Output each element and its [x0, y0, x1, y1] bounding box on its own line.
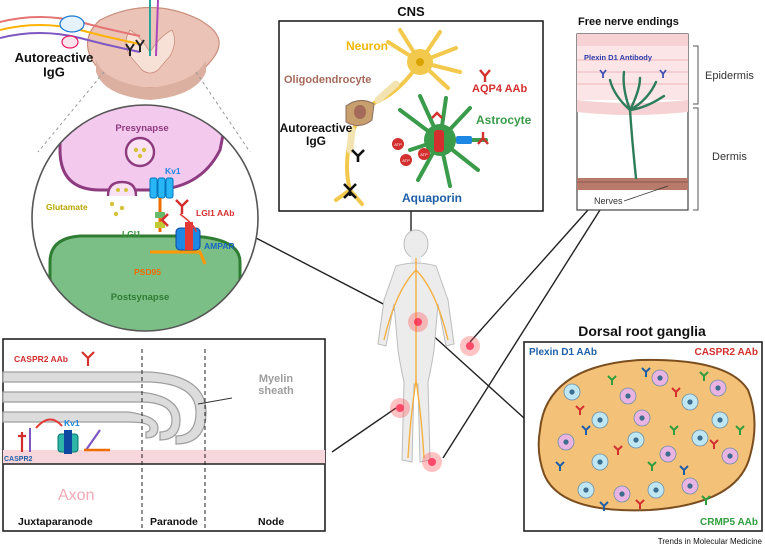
- juxtaparanode-label: Juxtaparanode: [18, 516, 93, 528]
- aquaporin-channel-icon: [456, 136, 472, 144]
- astrocyte-label: Astrocyte: [476, 113, 532, 127]
- postsynapse-label: Postsynapse: [111, 292, 170, 303]
- drg-nucleus-icon: [597, 459, 603, 465]
- myelin-sheath-icon: [2, 371, 207, 445]
- drg-antibody-icon: [701, 495, 711, 505]
- nerve-ending-icon: [608, 70, 666, 180]
- drg-nucleus-icon: [625, 393, 631, 399]
- drg-antibody-icon: [581, 425, 591, 435]
- psd95-label: PSD95: [134, 267, 161, 277]
- neuron-cell-body-icon: [59, 15, 85, 33]
- paranode-label: Paranode: [150, 516, 198, 528]
- svg-text:ATP: ATP: [394, 142, 402, 147]
- drg-nucleus-icon: [657, 375, 663, 381]
- cns-title: CNS: [397, 4, 425, 19]
- kv1-label: Kv1: [165, 166, 181, 176]
- lgi1-aab-label: LGI1 AAb: [196, 208, 234, 218]
- caspr2-aab-label: CASPR2 AAb: [694, 347, 758, 358]
- drg-antibody-icon: [575, 405, 585, 415]
- drg-antibody-icon: [555, 461, 565, 471]
- human-body-figure: [377, 229, 480, 472]
- drg-nucleus-icon: [697, 435, 703, 441]
- drg-antibody-icon: [709, 439, 719, 449]
- drg-cells: [555, 367, 745, 511]
- drg-nucleus-icon: [563, 439, 569, 445]
- kv1-channel-icon: [149, 177, 158, 199]
- igg-antibody-icon: [125, 43, 135, 56]
- plexin-antibody-icon: [599, 69, 667, 78]
- drg-nucleus-icon: [619, 491, 625, 497]
- aqp4-aab-label: AQP4 AAb: [472, 83, 527, 95]
- atp-molecules: ATP ATP ATP: [392, 138, 430, 166]
- aquaporin-label: Aquaporin: [402, 191, 462, 205]
- drg-nucleus-icon: [687, 483, 693, 489]
- presynapse-label: Presynapse: [115, 123, 168, 134]
- crmp5-aab-label: CRMP5 AAb: [700, 517, 758, 528]
- drg-nucleus-icon: [633, 437, 639, 443]
- drg-antibody-icon: [599, 501, 609, 511]
- skin-panel: Free nerve endings Plexin D1 Antibody Ne…: [576, 16, 754, 211]
- glutamate-label: Glutamate: [46, 202, 88, 212]
- highlight-glow: [390, 312, 480, 472]
- drg-antibody-icon: [699, 371, 709, 381]
- drg-nucleus-icon: [569, 389, 575, 395]
- drg-nucleus-icon: [653, 487, 659, 493]
- neuron-label: Neuron: [346, 39, 388, 53]
- dermis-label: Dermis: [712, 151, 747, 163]
- drg-nucleus-icon: [715, 385, 721, 391]
- drg-nucleus-icon: [583, 487, 589, 493]
- drg-antibody-icon: [647, 461, 657, 471]
- plexin-antibody-label: Plexin D1 Antibody: [584, 53, 653, 62]
- drg-antibody-icon: [613, 445, 623, 455]
- svg-text:ATP: ATP: [402, 158, 410, 163]
- aqp4-antibody-icon: [431, 69, 491, 145]
- journal-footer: Trends in Molecular Medicine: [658, 537, 763, 546]
- neuron-cell-body-icon: [61, 35, 79, 49]
- oligodendrocyte-label: Oligodendrocyte: [284, 74, 371, 86]
- synapse-panel: Presynapse Postsynapse Kv1 Glutamate LGI…: [31, 104, 259, 332]
- igg-antibody-icon: [135, 39, 145, 52]
- caspr2-aab-label: CASPR2 AAb: [14, 354, 68, 364]
- drg-antibody-icon: [635, 499, 645, 509]
- drg-nucleus-icon: [727, 453, 733, 459]
- plexin-aab-label: Plexin D1 AAb: [529, 347, 597, 358]
- drg-nucleus-icon: [687, 399, 693, 405]
- lgi1-label: LGI1: [122, 229, 141, 239]
- svg-text:ATP: ATP: [420, 152, 428, 157]
- drg-antibody-icon: [679, 465, 689, 475]
- drg-nucleus-icon: [665, 451, 671, 457]
- caspr2-label: CASPR2: [4, 456, 33, 463]
- drg-nucleus-icon: [639, 415, 645, 421]
- drg-antibody-icon: [669, 425, 679, 435]
- drg-title: Dorsal root ganglia: [578, 323, 706, 339]
- node-label: Node: [258, 516, 284, 528]
- drg-antibody-icon: [607, 375, 617, 385]
- epidermis-label: Epidermis: [705, 70, 754, 82]
- drg-nucleus-icon: [597, 417, 603, 423]
- drg-antibody-icon: [735, 425, 745, 435]
- drg-antibody-icon: [641, 367, 651, 377]
- nerves-label: Nerves: [594, 196, 623, 206]
- kv1-label: Kv1: [64, 418, 80, 428]
- lgi1-antibody-icon: [160, 213, 169, 227]
- cns-panel: CNS ATP ATP ATP: [278, 4, 544, 212]
- skin-title: Free nerve endings: [578, 16, 679, 28]
- drg-antibody-icon: [671, 387, 681, 397]
- igg-antibody-icon: [343, 149, 365, 199]
- lgi1-antibody-icon: [175, 199, 189, 214]
- drg-nucleus-icon: [717, 417, 723, 423]
- drg-panel: Dorsal root ganglia Plexin D1 AAb CASPR2…: [523, 323, 763, 532]
- axon-label: Axon: [58, 487, 94, 504]
- ampar-label: AMPAR: [204, 241, 235, 251]
- caspr2-antibody-icon: [81, 351, 95, 366]
